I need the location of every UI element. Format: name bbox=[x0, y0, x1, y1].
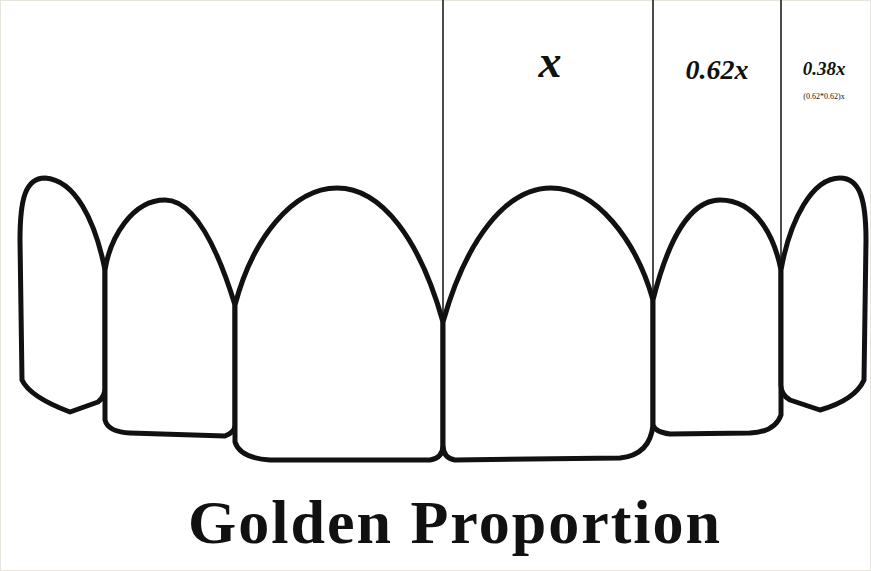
canine-right bbox=[781, 178, 866, 410]
proportion-label: 0.62x bbox=[686, 56, 749, 84]
central-incisor-right bbox=[443, 188, 653, 460]
divider-line bbox=[780, 0, 782, 268]
lateral-incisor-right bbox=[653, 200, 781, 434]
central-incisor-left bbox=[235, 188, 443, 460]
lateral-incisor-left bbox=[105, 200, 235, 436]
canine-left bbox=[20, 178, 105, 412]
caption: Golden Proportion bbox=[188, 491, 722, 553]
divider-line bbox=[442, 0, 444, 320]
formula-label: (0.62*0.62)x bbox=[803, 93, 844, 101]
divider-line bbox=[652, 0, 654, 298]
proportion-label: 0.38x bbox=[803, 59, 846, 78]
proportion-label: x bbox=[539, 39, 562, 85]
